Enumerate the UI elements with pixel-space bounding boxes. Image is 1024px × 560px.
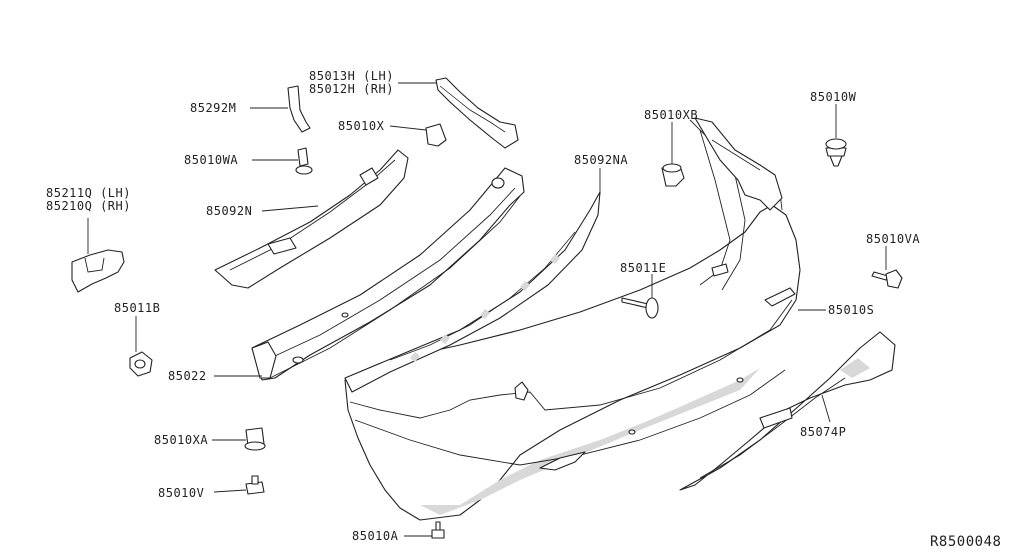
label-85022: 85022 [168,369,207,383]
lower-garnish [679,331,896,491]
leader-lines [87,82,887,537]
bolt-85010V [245,475,265,495]
lower-absorber [214,149,409,289]
diagram-reference-code: R8500048 [930,534,1001,550]
label-85210Q: 85210Q (RH) [46,199,131,213]
label-85010X: 85010X [338,119,385,133]
upper-reinforcement [344,191,601,393]
label-85010XB: 85010XB [644,108,698,122]
clip-85010XB [661,163,685,187]
label-85010WA: 85010WA [184,153,238,167]
label-85010VA: 85010VA [866,232,920,246]
label-85211Q: 85211Q (LH) [46,186,131,200]
bumper-bracket [435,77,519,149]
nut-85011B [129,351,153,377]
label-85011E: 85011E [620,261,666,275]
label-85011B: 85011B [114,301,160,315]
label-85010S: 85010S [828,303,874,317]
energy-absorber [251,167,525,381]
rear-bumper-fascia [344,117,801,521]
screw-85010A [431,521,445,539]
clip-85010X [425,123,447,147]
clip-85010W [825,138,847,167]
label-85010V: 85010V [158,486,204,500]
label-85074P: 85074P [800,425,846,439]
label-85013H: 85013H (LH) [309,69,394,83]
label-85010A: 85010A [352,529,399,543]
label-85292M: 85292M [190,101,236,115]
clip-85010XA [244,427,266,451]
label-85092NA: 85092NA [574,153,628,167]
label-85010W: 85010W [810,90,857,104]
label-85012H: 85012H (RH) [309,82,394,96]
label-85010XA: 85010XA [154,433,208,447]
bolt-85010VA [871,269,903,289]
side-bracket [71,249,125,293]
label-85092N: 85092N [206,204,252,218]
small-bracket [287,85,311,133]
clip-85010WA [295,147,313,175]
